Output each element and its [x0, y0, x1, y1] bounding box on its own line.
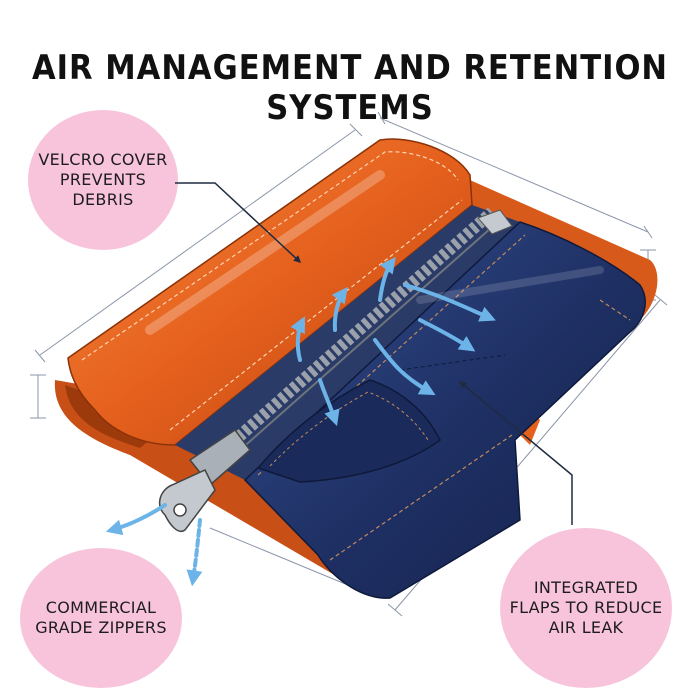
- callout-zippers-text: COMMERCIAL GRADE ZIPPERS: [35, 598, 167, 638]
- callout-flaps-text: INTEGRATED FLAPS TO REDUCE AIR LEAK: [510, 578, 663, 638]
- callout-velcro-line-2: PREVENTS: [59, 170, 147, 189]
- zipper-track: [175, 205, 520, 480]
- callout-velcro-line-1: VELCRO COVER: [38, 150, 168, 169]
- callout-commercial-zippers: COMMERCIAL GRADE ZIPPERS: [20, 548, 182, 688]
- callout-velcro-line-3: DEBRIS: [72, 190, 134, 209]
- callout-zippers-line-1: COMMERCIAL: [45, 598, 157, 617]
- zipper-pull: [158, 428, 252, 532]
- callout-velcro-cover: VELCRO COVER PREVENTS DEBRIS: [28, 110, 178, 250]
- page-title: AIR MANAGEMENT AND RETENTION SYSTEMS: [31, 48, 669, 128]
- callout-integrated-flaps: INTEGRATED FLAPS TO REDUCE AIR LEAK: [500, 528, 672, 688]
- callout-velcro-text: VELCRO COVER PREVENTS DEBRIS: [38, 150, 167, 210]
- callout-flaps-line-3: AIR LEAK: [548, 618, 624, 637]
- callout-flaps-line-2: FLAPS TO REDUCE: [509, 598, 663, 617]
- leader-lines: [175, 182, 573, 525]
- airflow-arrows: [105, 256, 496, 587]
- callout-flaps-line-1: INTEGRATED: [533, 578, 639, 597]
- integrated-flap: [256, 354, 506, 483]
- callout-zippers-line-2: GRADE ZIPPERS: [35, 618, 167, 637]
